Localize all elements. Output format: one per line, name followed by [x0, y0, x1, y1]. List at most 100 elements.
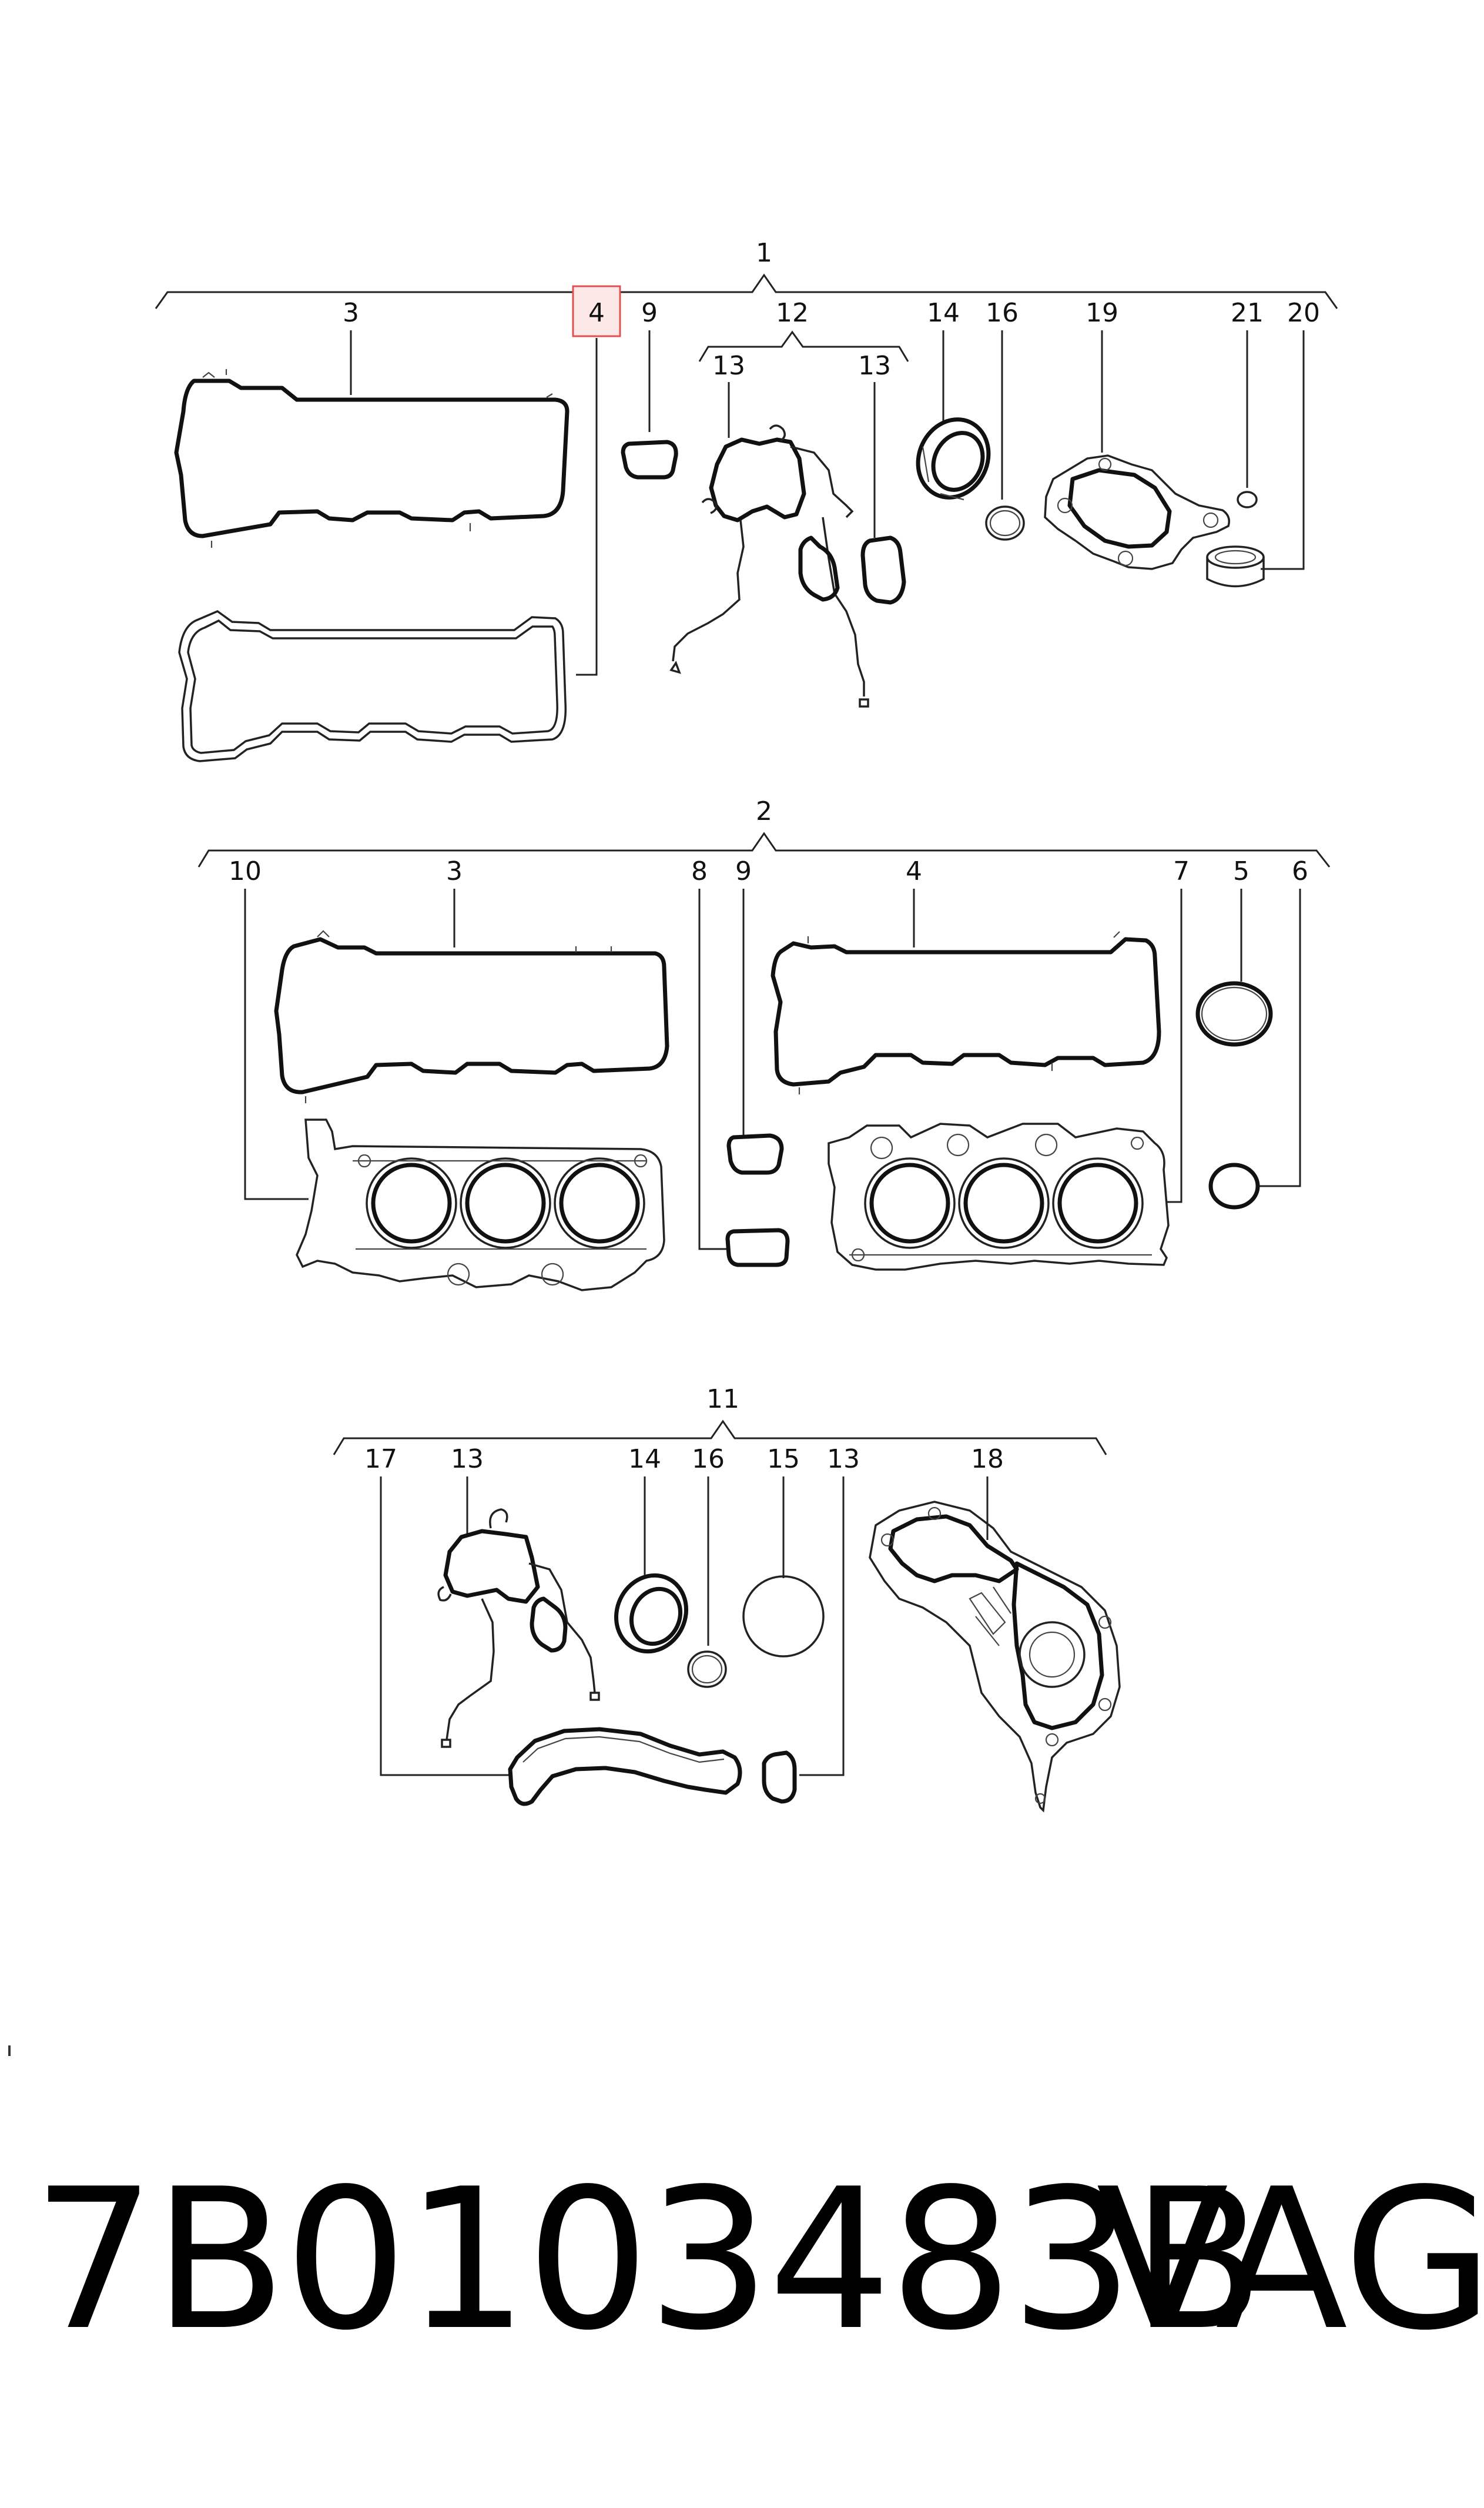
leader-g2-10 — [244, 889, 309, 1200]
part-g2-4-valve-cover-gasket — [771, 937, 1161, 1087]
part-g11-15-o-ring — [742, 1575, 825, 1658]
part-g1-3-tabs — [202, 369, 553, 548]
part-g1-20-sleeve-inner — [1214, 550, 1257, 565]
part-g11-16-o-ring — [687, 1650, 727, 1688]
part-g2-10-bore-1 — [371, 1163, 452, 1244]
part-g11-18-bolt-hole-2 — [927, 1506, 942, 1521]
label-g11-18: 18 — [971, 1444, 1004, 1474]
group-2: 2 10 3 8 9 4 7 5 6 — [197, 796, 1331, 1291]
label-g2-6: 6 — [1292, 856, 1308, 886]
part-g11-14-oil-seal-inner — [629, 1586, 683, 1646]
leader-g2-8 — [698, 889, 729, 1250]
group-1-brace — [155, 273, 1338, 309]
part-g11-18-bolt-hole-5 — [1045, 1733, 1059, 1747]
part-g11-13a-cover-gasket — [443, 1529, 540, 1604]
part-g11-16-o-ring-inner — [691, 1655, 723, 1684]
edge-mark — [8, 2045, 11, 2056]
highlight-box[interactable] — [572, 285, 621, 337]
part-g11-18-bolt-hole-6 — [1034, 1793, 1046, 1804]
part-g11-18-bolt-hole-1 — [880, 1533, 895, 1547]
label-g1-20: 20 — [1287, 298, 1320, 328]
part-g1-19-plate — [1044, 454, 1230, 570]
part-g2-7-bore-3 — [1057, 1163, 1138, 1244]
part-number: 7B0103483B — [32, 2147, 1264, 2373]
leader-g11-17 — [380, 1476, 511, 1776]
leader-g2-6 — [1259, 889, 1301, 1187]
part-g11-14-oil-seal — [614, 1573, 689, 1654]
part-g2-4-tabs — [798, 931, 1120, 1094]
part-g2-5-o-ring-inner — [1201, 986, 1268, 1042]
label-g2-9: 9 — [735, 856, 752, 886]
label-g1-14: 14 — [927, 298, 960, 328]
label-g1-19: 19 — [1086, 298, 1118, 328]
part-g2-3-valve-cover-gasket — [274, 937, 669, 1094]
group-11-label: 11 — [706, 1384, 739, 1414]
label-g11-14: 14 — [628, 1444, 661, 1474]
part-g11-13a-clips — [437, 1508, 508, 1602]
label-g12-13b: 13 — [858, 351, 891, 381]
leader-g1-4 — [576, 338, 598, 676]
part-g2-10-bore-3 — [559, 1163, 640, 1244]
part-g2-7-bore-3-ring — [1052, 1157, 1144, 1249]
part-g2-5-o-ring — [1195, 981, 1273, 1047]
part-g1-4-valve-cover-gasket — [178, 610, 567, 762]
part-g11-13a-wire-1 — [441, 1598, 495, 1748]
part-g1-19-bolt-hole-4 — [1098, 457, 1112, 471]
part-g1-9-seal — [621, 440, 678, 480]
label-g1-16: 16 — [986, 298, 1019, 328]
part-g2-10-head-gasket — [296, 1119, 665, 1291]
part-g11-18-impeller-ring — [1019, 1621, 1086, 1688]
label-g12-13a: 13 — [712, 351, 745, 381]
part-g11-18-main-seal — [1011, 1561, 1104, 1730]
label-g2-8: 8 — [691, 856, 708, 886]
part-g2-7-details — [849, 1133, 1152, 1262]
group-11-brace — [333, 1419, 1107, 1455]
label-g1-12: 12 — [776, 298, 809, 328]
label-g1-4[interactable]: 4 — [588, 298, 605, 328]
part-g1-16-o-ring-inner — [989, 510, 1021, 537]
part-g1-13b-gasket — [860, 535, 906, 605]
part-g2-7-bore-2 — [963, 1163, 1044, 1244]
part-g2-10-bore-3-ring — [554, 1157, 645, 1249]
label-g2-4: 4 — [906, 856, 922, 886]
part-g11-18-ribs — [969, 1586, 1011, 1646]
part-g2-10-bore-2-ring — [460, 1157, 551, 1249]
part-g1-21-small-o-ring — [1237, 491, 1258, 508]
part-g11-17-gasket-inner — [522, 1736, 725, 1763]
part-g2-3-tabs — [304, 930, 612, 1103]
label-g2-5: 5 — [1233, 856, 1249, 886]
part-g1-4-inner — [187, 619, 558, 754]
part-g11-17-gasket — [508, 1727, 742, 1806]
group-12-brace — [698, 330, 909, 362]
part-g2-7-bore-2-ring — [958, 1157, 1050, 1249]
label-g11-13a: 13 — [451, 1444, 484, 1474]
part-g11-18-channel — [888, 1514, 1019, 1583]
brand-name: VAG — [1096, 2147, 1484, 2373]
part-g1-16-o-ring — [985, 505, 1025, 541]
part-g1-13a-cover-gasket — [709, 437, 806, 523]
part-g11-18-bolt-hole-3 — [1098, 1615, 1112, 1629]
part-g1-14-depth — [922, 446, 964, 501]
group-11: 11 17 13 14 16 15 13 18 — [333, 1384, 1121, 1813]
label-g1-9: 9 — [641, 298, 658, 328]
part-g1-19-bolt-hole-1 — [1057, 497, 1073, 514]
part-g1-20-sleeve-body — [1206, 557, 1265, 588]
label-g2-7: 7 — [1173, 856, 1190, 886]
part-g2-8-seal — [725, 1228, 790, 1267]
leader-g2-7 — [1167, 889, 1182, 1203]
label-g11-17: 17 — [364, 1444, 397, 1474]
leader-g1-20 — [1261, 330, 1305, 570]
part-g2-10-bore-1-ring — [366, 1157, 457, 1249]
group-2-label: 2 — [756, 796, 772, 826]
part-g1-19-gasket — [1067, 468, 1172, 549]
part-g1-13a-wire-2 — [790, 446, 869, 708]
label-g2-3: 3 — [446, 856, 463, 886]
label-g11-13b: 13 — [827, 1444, 860, 1474]
part-g11-13a-wire-2 — [528, 1562, 600, 1701]
part-g2-7-head-gasket — [828, 1123, 1170, 1271]
part-g1-13a-small-gasket — [798, 535, 840, 602]
label-g11-16: 16 — [692, 1444, 725, 1474]
part-g2-9-seal — [726, 1133, 784, 1175]
part-g1-19-bolt-hole-2 — [1202, 512, 1219, 528]
